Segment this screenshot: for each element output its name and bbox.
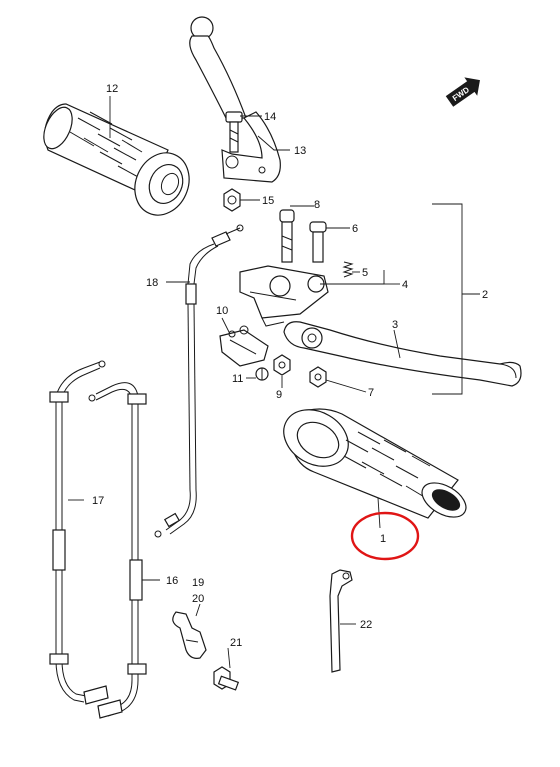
callout-labels: 12 14 13 15 8 6 5 4 2 18 10 3 11 9 7 17 …: [92, 83, 488, 649]
callout-9: 9: [276, 389, 282, 401]
lever-holder-4: [239, 265, 329, 327]
callout-12: 12: [106, 83, 118, 95]
switch-10: [219, 325, 269, 367]
callout-13: 13: [294, 145, 306, 157]
bolt-8: [279, 209, 295, 263]
left-grip: [43, 103, 190, 216]
callout-4: 4: [402, 279, 408, 291]
fwd-direction-badge: FWD: [445, 77, 480, 107]
callout-3: 3: [392, 319, 398, 331]
highlight-ring: [350, 511, 420, 561]
callout-16: 16: [166, 575, 178, 587]
callout-15: 15: [262, 195, 274, 207]
clutch-lever: [189, 16, 281, 183]
nut-7: [309, 366, 327, 388]
nut-15: [223, 188, 241, 212]
callout-14: 14: [264, 111, 276, 123]
callout-21: 21: [230, 637, 242, 649]
pivot-bolt: [225, 111, 243, 153]
callout-2: 2: [482, 289, 488, 301]
callout-6: 6: [352, 223, 358, 235]
screw-11: [255, 367, 269, 381]
cable-clamp-20: [172, 611, 207, 659]
callout-7: 7: [368, 387, 374, 399]
cable-16: [88, 382, 147, 719]
leader-lines: [68, 96, 480, 669]
throttle-cable-18: [154, 224, 244, 538]
pin-6: [309, 221, 327, 263]
callout-20: 20: [192, 593, 204, 605]
callout-1: 1: [380, 533, 386, 545]
callout-8: 8: [314, 199, 320, 211]
callout-19: 19: [192, 577, 204, 589]
callout-17: 17: [92, 495, 104, 507]
callout-5: 5: [362, 267, 368, 279]
callout-11: 11: [232, 373, 243, 385]
callout-18: 18: [146, 277, 158, 289]
callout-10: 10: [216, 305, 228, 317]
nut-9: [273, 354, 291, 376]
spring-5: [342, 261, 354, 278]
throttle-grip-1: [283, 408, 467, 519]
bolt-21: [213, 666, 240, 691]
bracket-22: [329, 569, 353, 673]
cable-17: [49, 360, 109, 705]
callout-22: 22: [360, 619, 372, 631]
